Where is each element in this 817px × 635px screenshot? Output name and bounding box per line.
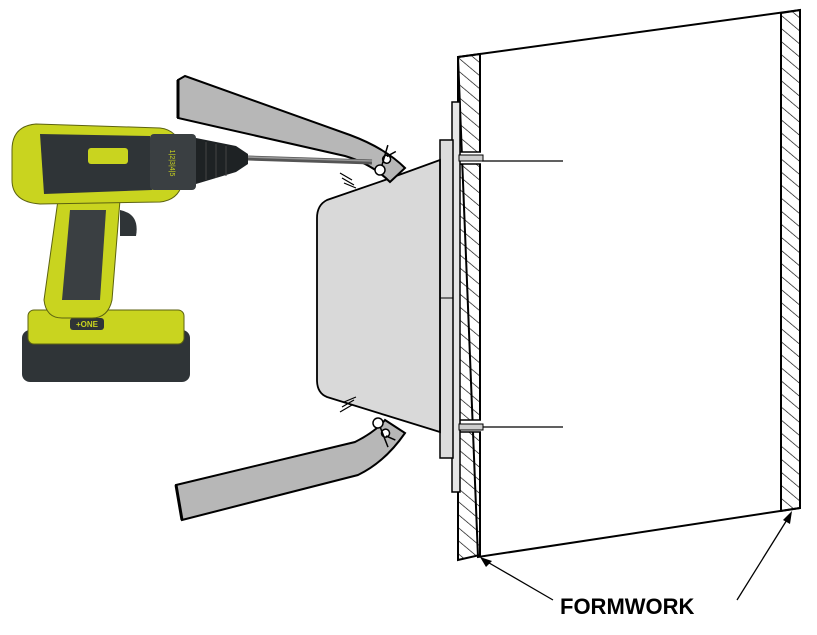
formwork-wall-left — [457, 52, 481, 562]
spring-marks — [339, 172, 357, 413]
drill-icon: +ONE 1|2|3|4|5 — [11, 123, 248, 382]
lower-arm — [174, 418, 407, 522]
formwork-wall-right — [780, 8, 801, 513]
drill-clutch-marks: 1|2|3|4|5 — [168, 150, 175, 177]
leader-line-left — [483, 559, 554, 601]
scissors-icon — [374, 144, 397, 176]
formwork-label-group: FORMWORK — [480, 511, 792, 619]
formwork-outline — [456, 8, 801, 559]
drill-badge: +ONE — [76, 320, 99, 329]
leader-line-right — [736, 514, 791, 601]
formwork-label: FORMWORK — [560, 594, 695, 619]
drill-bit — [247, 155, 373, 165]
box-housing — [316, 158, 441, 434]
scissors-icon — [372, 417, 396, 448]
